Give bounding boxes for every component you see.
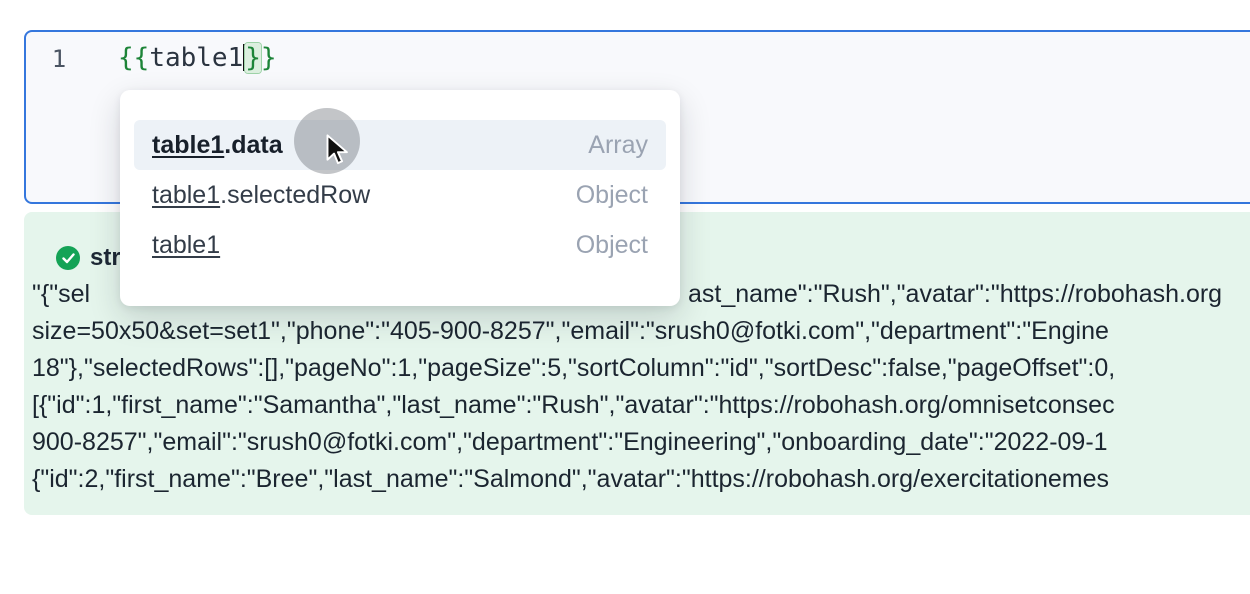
autocomplete-item-base: table1 (152, 130, 225, 159)
preview-line: {"id":2,"first_name":"Bree","last_name":… (32, 465, 1110, 493)
preview-line: 900-8257","email":"srush0@fotki.com","de… (32, 428, 1108, 456)
code-line[interactable]: {{table1}} (118, 43, 277, 73)
preview-line-left-segment: "{"sel (32, 280, 91, 308)
open-brace-token: { (118, 43, 134, 73)
preview-line: size=50x50&set=set1","phone":"405-900-82… (32, 317, 1109, 345)
mouse-cursor-icon (321, 133, 351, 172)
matched-close-brace-token: } (245, 43, 261, 73)
preview-line-right-segment: ast_name":"Rush","avatar":"https://roboh… (688, 280, 1223, 308)
autocomplete-item-type: Object (575, 230, 648, 259)
close-brace-token: } (260, 43, 277, 73)
autocomplete-item-table1[interactable]: table1 Object (134, 220, 666, 270)
preview-line: "{"sel ast_name":"Rush","avatar":"https:… (32, 276, 1250, 313)
autocomplete-item-table1-data[interactable]: table1.data Array (134, 120, 666, 170)
code-value-token: table1 (149, 43, 244, 73)
open-brace-token: { (133, 43, 150, 73)
preview-line: [{"id":1,"first_name":"Samantha","last_n… (32, 391, 1115, 419)
autocomplete-item-suffix: .selectedRow (220, 180, 371, 209)
preview-line: 18"},"selectedRows":[],"pageNo":1,"pageS… (32, 354, 1116, 382)
text-caret (243, 43, 246, 71)
autocomplete-item-label: table1.selectedRow (152, 181, 370, 210)
success-check-icon (56, 246, 80, 270)
autocomplete-item-suffix: .data (224, 130, 283, 159)
autocomplete-item-label: table1 (152, 231, 220, 260)
autocomplete-dropdown: table1.data Array table1.selectedRow Obj… (120, 90, 680, 306)
autocomplete-item-table1-selectedrow[interactable]: table1.selectedRow Object (134, 170, 666, 220)
autocomplete-item-label: table1.data (152, 131, 283, 160)
autocomplete-item-base: table1 (152, 230, 221, 259)
result-preview-text: "{"sel ast_name":"Rush","avatar":"https:… (32, 276, 1250, 498)
autocomplete-item-type: Array (588, 130, 648, 159)
line-number: 1 (51, 45, 67, 73)
autocomplete-item-base: table1 (152, 180, 221, 209)
autocomplete-item-type: Object (575, 180, 648, 209)
